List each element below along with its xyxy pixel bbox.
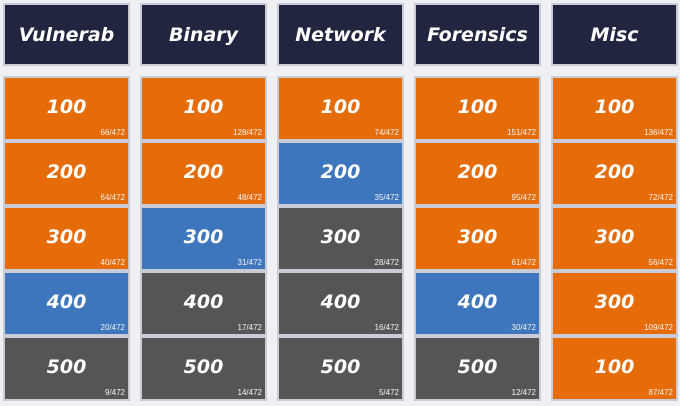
- challenge-tile[interactable]: 100 87/472: [551, 336, 678, 401]
- challenge-tile[interactable]: 200 35/472: [277, 141, 404, 206]
- category-header[interactable]: Vulnerab: [3, 3, 130, 66]
- solve-count: 14/472: [237, 388, 262, 397]
- solve-count: 61/472: [511, 258, 536, 267]
- points-label: 300: [183, 226, 224, 248]
- points-label: 300: [457, 226, 498, 248]
- solve-count: 72/472: [648, 193, 673, 202]
- solve-count: 64/472: [100, 193, 125, 202]
- solve-count: 128/472: [233, 128, 262, 137]
- category-header[interactable]: Misc: [551, 3, 678, 66]
- challenge-tile[interactable]: 400 30/472: [414, 271, 541, 336]
- points-label: 300: [594, 291, 635, 313]
- points-label: 100: [457, 96, 498, 118]
- solve-count: 151/472: [507, 128, 536, 137]
- solve-count: 31/472: [237, 258, 262, 267]
- challenge-tile[interactable]: 500 9/472: [3, 336, 130, 401]
- solve-count: 66/472: [100, 128, 125, 137]
- solve-count: 9/472: [104, 388, 125, 397]
- challenge-tile[interactable]: 300 28/472: [277, 206, 404, 271]
- challenge-tile[interactable]: 300 109/472: [551, 271, 678, 336]
- challenge-tile[interactable]: 300 56/472: [551, 206, 678, 271]
- solve-count: 28/472: [374, 258, 399, 267]
- points-label: 100: [46, 96, 87, 118]
- category-header[interactable]: Binary: [140, 3, 267, 66]
- challenge-tile[interactable]: 400 16/472: [277, 271, 404, 336]
- challenge-tile[interactable]: 200 72/472: [551, 141, 678, 206]
- challenge-tile[interactable]: 500 12/472: [414, 336, 541, 401]
- points-label: 100: [183, 96, 224, 118]
- solve-count: 40/472: [100, 258, 125, 267]
- points-label: 100: [594, 356, 635, 378]
- challenge-tile[interactable]: 200 64/472: [3, 141, 130, 206]
- challenge-tile[interactable]: 500 14/472: [140, 336, 267, 401]
- solve-count: 16/472: [374, 323, 399, 332]
- points-label: 200: [594, 161, 635, 183]
- challenge-tile[interactable]: 100 151/472: [414, 76, 541, 141]
- challenge-tile[interactable]: 400 20/472: [3, 271, 130, 336]
- points-label: 100: [594, 96, 635, 118]
- solve-count: 74/472: [374, 128, 399, 137]
- points-label: 400: [320, 291, 361, 313]
- points-label: 400: [183, 291, 224, 313]
- points-label: 400: [46, 291, 87, 313]
- points-label: 500: [320, 356, 361, 378]
- points-label: 100: [320, 96, 361, 118]
- solve-count: 20/472: [100, 323, 125, 332]
- challenge-tile[interactable]: 100 136/472: [551, 76, 678, 141]
- solve-count: 5/472: [378, 388, 399, 397]
- solve-count: 30/472: [511, 323, 536, 332]
- challenge-tile[interactable]: 200 48/472: [140, 141, 267, 206]
- solve-count: 136/472: [644, 128, 673, 137]
- category-header[interactable]: Network: [277, 3, 404, 66]
- solve-count: 95/472: [511, 193, 536, 202]
- points-label: 200: [183, 161, 224, 183]
- solve-count: 87/472: [648, 388, 673, 397]
- solve-count: 56/472: [648, 258, 673, 267]
- challenge-tile[interactable]: 300 61/472: [414, 206, 541, 271]
- solve-count: 17/472: [237, 323, 262, 332]
- points-label: 200: [46, 161, 87, 183]
- challenge-tile[interactable]: 100 128/472: [140, 76, 267, 141]
- points-label: 400: [457, 291, 498, 313]
- points-label: 500: [457, 356, 498, 378]
- challenge-tile[interactable]: 400 17/472: [140, 271, 267, 336]
- points-label: 300: [320, 226, 361, 248]
- challenge-tile[interactable]: 300 40/472: [3, 206, 130, 271]
- solve-count: 12/472: [511, 388, 536, 397]
- challenge-tile[interactable]: 100 74/472: [277, 76, 404, 141]
- solve-count: 109/472: [644, 323, 673, 332]
- challenge-tile[interactable]: 100 66/472: [3, 76, 130, 141]
- points-label: 300: [46, 226, 87, 248]
- solve-count: 48/472: [237, 193, 262, 202]
- category-header[interactable]: Forensics: [414, 3, 541, 66]
- challenge-tile[interactable]: 500 5/472: [277, 336, 404, 401]
- points-label: 300: [594, 226, 635, 248]
- points-label: 200: [457, 161, 498, 183]
- challenge-tile[interactable]: 300 31/472: [140, 206, 267, 271]
- challenge-tile[interactable]: 200 95/472: [414, 141, 541, 206]
- points-label: 500: [46, 356, 87, 378]
- points-label: 500: [183, 356, 224, 378]
- solve-count: 35/472: [374, 193, 399, 202]
- points-label: 200: [320, 161, 361, 183]
